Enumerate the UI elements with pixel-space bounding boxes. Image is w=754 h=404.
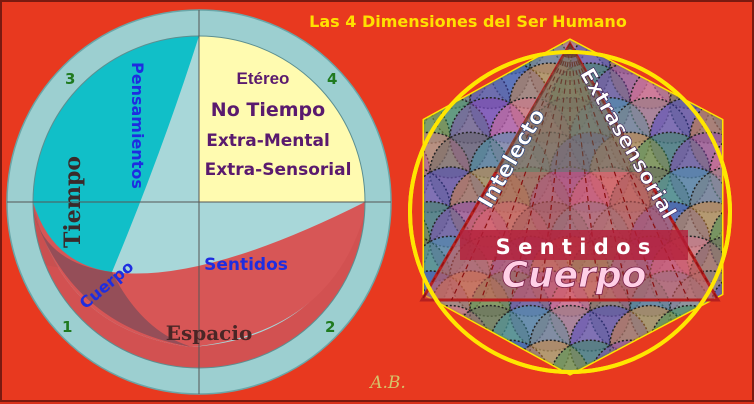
flower-petal	[750, 2, 754, 74]
flower-petal	[730, 98, 754, 178]
upper-inner-triangle	[494, 44, 646, 172]
flower-petal	[689, 304, 722, 374]
flower-petal	[750, 132, 754, 212]
flower-petal	[730, 28, 754, 108]
quadrant-3-crescent	[33, 36, 199, 272]
right-triangle-diagram: Intelecto Extrasensorial S e n t i d o s…	[408, 2, 754, 404]
label-extra-sensorial: Extra-Sensorial	[205, 160, 352, 180]
flower-petal	[730, 236, 754, 316]
triangle-ray	[421, 43, 571, 301]
flower-petal	[750, 63, 754, 143]
triangle-ray	[569, 43, 719, 301]
left-quadrant-diagram: 3 4 1 2 Etéreo No Tiempo Extra-Mental Ex…	[6, 9, 392, 395]
quadrant-number-1: 1	[62, 318, 72, 336]
label-sentidos-right: S e n t i d o s	[496, 235, 651, 259]
triangle-ray	[539, 43, 571, 301]
flower-petal	[730, 167, 754, 247]
label-espacio: Espacio	[166, 321, 253, 345]
flower-petal	[689, 40, 722, 110]
flower-petal	[709, 40, 722, 75]
label-cuerpo-right: Cuerpo	[502, 255, 647, 296]
flower-petal	[709, 339, 722, 374]
label-no-tiempo: No Tiempo	[211, 99, 325, 121]
quadrant-number-4: 4	[327, 70, 337, 88]
quadrant-number-2: 2	[325, 318, 335, 336]
flower-petal	[750, 202, 754, 282]
label-tiempo: Tiempo	[60, 156, 86, 248]
label-extra-mental: Extra-Mental	[206, 131, 330, 151]
page-title: Las 4 Dimensiones del Ser Humano	[309, 12, 627, 31]
flower-petal	[730, 306, 754, 386]
lower-red-band	[33, 202, 365, 368]
flower-petal	[629, 40, 711, 75]
signature: A.B.	[368, 373, 406, 393]
flower-petal	[669, 40, 722, 75]
overlap-shade	[33, 212, 192, 347]
flower-petal	[750, 340, 754, 404]
flower-petal	[424, 40, 451, 110]
quadrant-number-3: 3	[65, 70, 75, 88]
flower-petal	[669, 339, 722, 374]
label-sentidos-left: Sentidos	[204, 255, 288, 275]
sentidos-band	[460, 230, 688, 260]
flower-petal	[750, 271, 754, 351]
label-pensamientos: Pensamientos	[128, 62, 147, 189]
label-etereo: Etéreo	[237, 69, 290, 88]
outer-yellow-circle-stroke	[408, 50, 732, 374]
triangle-ray	[569, 43, 601, 301]
